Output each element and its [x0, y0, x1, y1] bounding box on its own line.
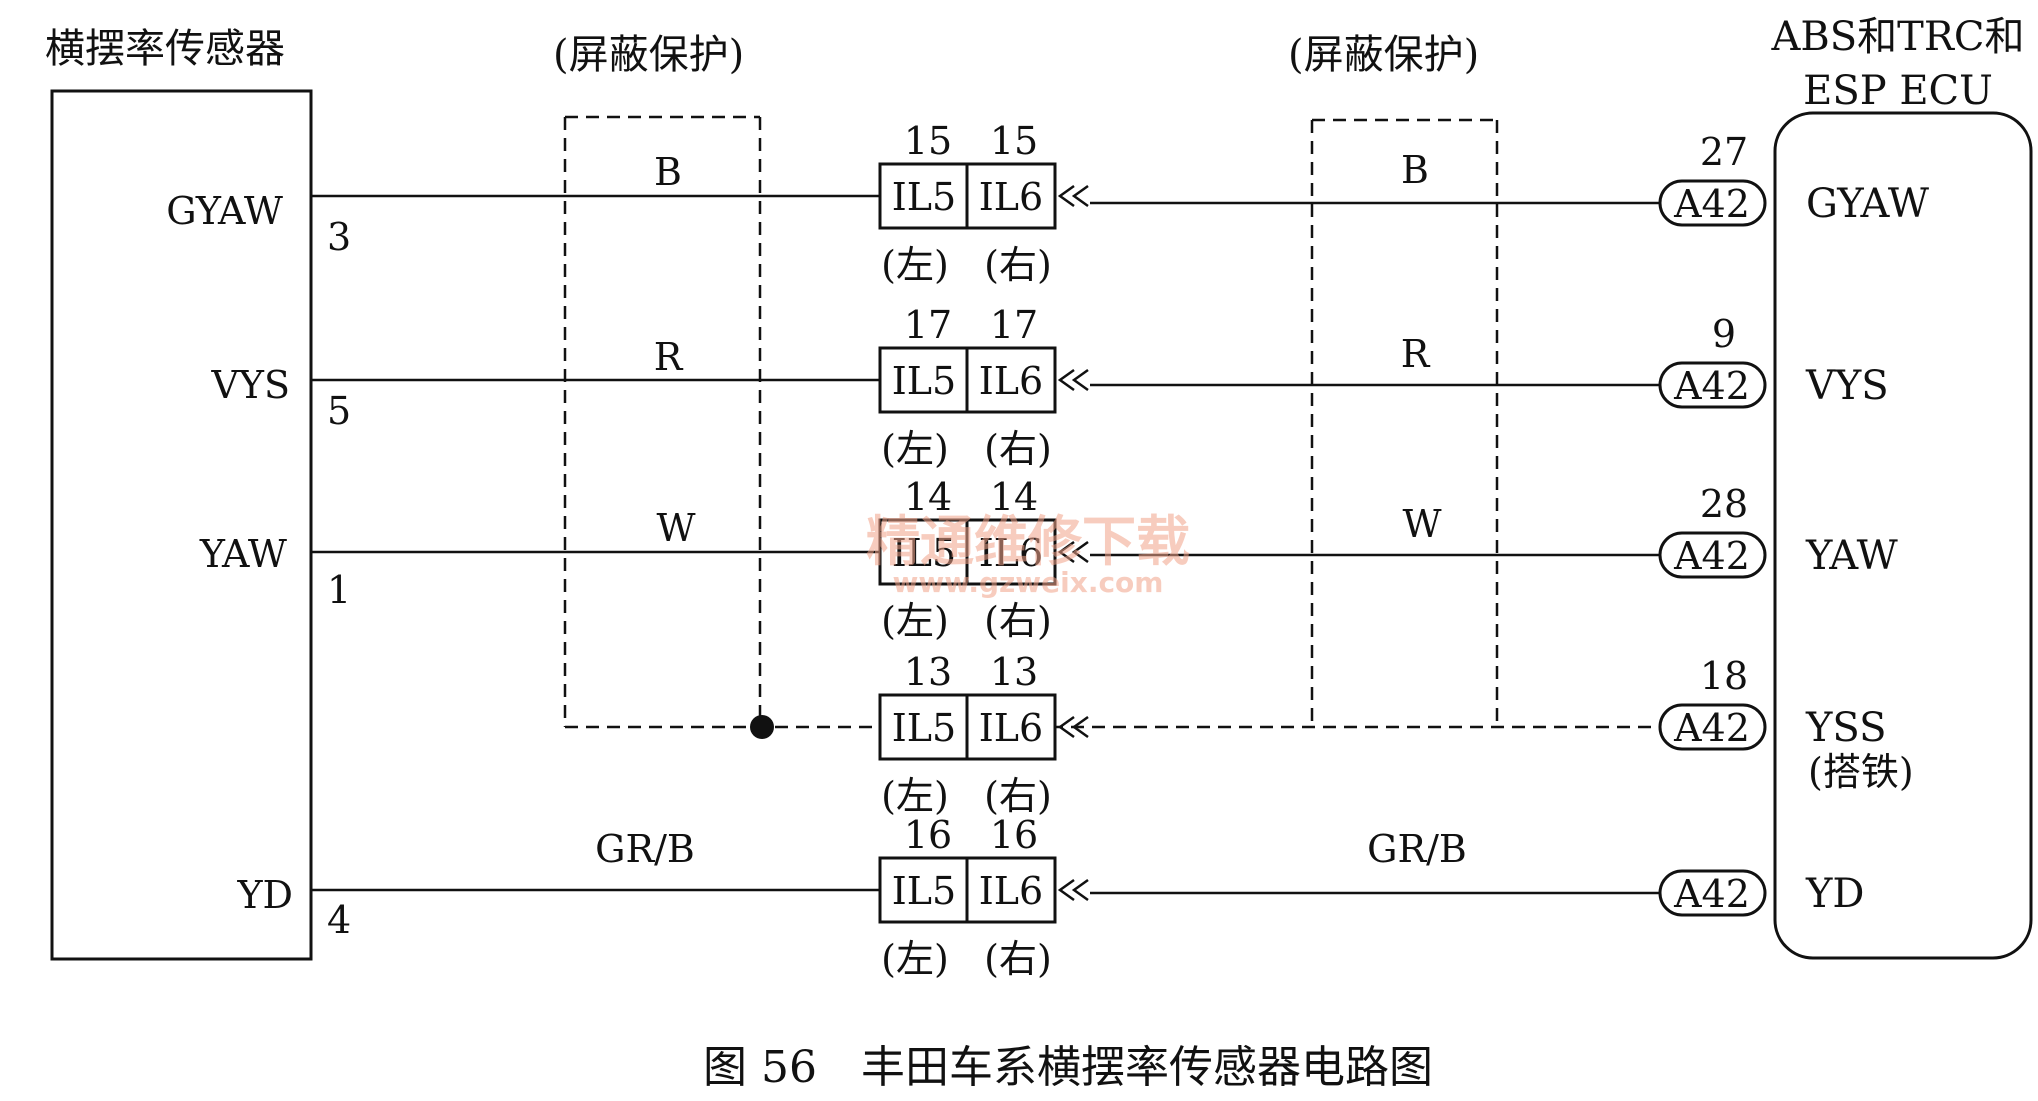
- ecu-terminal-3-pin: 18: [1700, 654, 1748, 698]
- junction-3-right-name: IL6: [979, 706, 1043, 750]
- junction-4-right-side: (右): [984, 937, 1052, 981]
- ecu-terminal-4-connector: A42: [1673, 872, 1750, 916]
- sensor-pin-number-yd: 4: [327, 898, 351, 942]
- junction-1-right-pin: 17: [990, 303, 1038, 347]
- junction-0-arrow-icon: [1057, 184, 1089, 208]
- junction-2-right-pin: 14: [990, 475, 1038, 519]
- junction-1-left-side: (左): [881, 427, 949, 471]
- junction-1-arrow-icon: [1057, 368, 1089, 392]
- shield-ground-junction-dot: [750, 715, 774, 739]
- ecu-terminal-0-pin: 27: [1700, 130, 1748, 174]
- sensor-pin-label-vys: VYS: [210, 363, 290, 407]
- junction-3-right-side: (右): [984, 774, 1052, 818]
- junction-3-left-side: (左): [881, 774, 949, 818]
- sensor-pin-label-yd: YD: [236, 873, 293, 917]
- junction-1-left-name: IL5: [892, 359, 956, 403]
- sensor-pin-number-yaw: 1: [327, 568, 351, 612]
- ecu-terminal-0-connector: A42: [1673, 182, 1750, 226]
- ecu-terminal-2-connector: A42: [1673, 534, 1750, 578]
- sensor-title: 横摆率传感器: [45, 26, 285, 72]
- junction-2-arrow-icon: [1057, 540, 1089, 564]
- junction-3-arrow-icon: [1057, 715, 1089, 739]
- junction-2-left-box: [878, 518, 969, 586]
- ecu-terminal-2-label: YAW: [1805, 533, 1898, 579]
- wire-color-left-1: R: [654, 335, 684, 379]
- junction-0-left-pin: 15: [904, 119, 952, 163]
- ecu-terminal-1-pin: 9: [1712, 312, 1736, 356]
- junction-3-left-name: IL5: [892, 706, 956, 750]
- watermark-url: www.gzweix.com: [893, 566, 1164, 599]
- left-shield-label: (屏蔽保护): [553, 32, 744, 78]
- sensor-pin-label-gyaw: GYAW: [166, 189, 283, 233]
- ecu-terminal-0-pill: [1658, 179, 1767, 227]
- junction-2-right-name: IL6: [979, 531, 1043, 575]
- ecu-terminal-4-pill: [1658, 869, 1767, 917]
- junction-0-left-name: IL5: [892, 175, 956, 219]
- junction-4-left-name: IL5: [892, 869, 956, 913]
- ecu-box: [1773, 111, 2033, 960]
- junction-4-arrow-icon: [1057, 878, 1089, 902]
- watermark-text: 精通维修下载: [866, 510, 1190, 573]
- junction-2-right-side: (右): [984, 599, 1052, 643]
- junction-2-left-pin: 14: [904, 475, 952, 519]
- junction-4-right-box: [965, 856, 1057, 924]
- wire-color-right-2: W: [1402, 502, 1441, 546]
- ecu-yss-ground-label: (搭铁): [1808, 750, 1914, 794]
- ecu-title-line2: ESP ECU: [1803, 68, 1993, 114]
- ecu-terminal-3-connector: A42: [1673, 706, 1750, 750]
- junction-4-left-box: [878, 856, 969, 924]
- junction-4-right-name: IL6: [979, 869, 1043, 913]
- junction-0-right-pin: 15: [990, 119, 1038, 163]
- wire-color-right-4: GR/B: [1367, 827, 1467, 871]
- ecu-terminal-0-label: GYAW: [1806, 181, 1929, 227]
- wire-color-right-1: R: [1401, 332, 1431, 376]
- ecu-terminal-2-pin: 28: [1700, 482, 1748, 526]
- ecu-terminal-3-label: YSS: [1805, 705, 1887, 751]
- junction-2-left-name: IL5: [892, 531, 956, 575]
- right-shield-label: (屏蔽保护): [1288, 32, 1479, 78]
- junction-3-right-pin: 13: [990, 650, 1038, 694]
- wire-color-right-0: B: [1401, 148, 1429, 192]
- sensor-pin-number-vys: 5: [327, 389, 351, 433]
- junction-3-right-box: [965, 693, 1057, 761]
- sensor-pin-label-yaw: YAW: [199, 532, 287, 576]
- ecu-terminal-1-label: VYS: [1805, 363, 1889, 409]
- junction-0-right-side: (右): [984, 243, 1052, 287]
- junction-1-right-name: IL6: [979, 359, 1043, 403]
- junction-3-left-box: [878, 693, 969, 761]
- sensor-pin-number-gyaw: 3: [327, 215, 351, 259]
- junction-4-right-pin: 16: [990, 813, 1038, 857]
- junction-2-right-box: [965, 518, 1057, 586]
- wire-color-left-2: W: [656, 506, 695, 550]
- ecu-terminal-4-label: YD: [1805, 871, 1864, 917]
- sensor-box: [50, 89, 313, 961]
- junction-0-right-name: IL6: [979, 175, 1043, 219]
- ecu-terminal-1-connector: A42: [1673, 364, 1750, 408]
- wire-color-left-4: GR/B: [595, 827, 695, 871]
- junction-3-left-pin: 13: [904, 650, 952, 694]
- junction-1-right-side: (右): [984, 427, 1052, 471]
- wire-color-left-0: B: [654, 150, 682, 194]
- junction-0-left-side: (左): [881, 243, 949, 287]
- junction-1-right-box: [965, 346, 1057, 414]
- junction-1-left-pin: 17: [904, 303, 952, 347]
- figure-caption: 图 56 丰田车系横摆率传感器电路图: [703, 1042, 1433, 1093]
- ecu-terminal-3-pill: [1658, 703, 1767, 751]
- junction-2-left-side: (左): [881, 599, 949, 643]
- ecu-terminal-2-pill: [1658, 531, 1767, 579]
- ecu-terminal-1-pill: [1658, 361, 1767, 409]
- junction-4-left-pin: 16: [904, 813, 952, 857]
- junction-4-left-side: (左): [881, 937, 949, 981]
- ecu-title-line1: ABS和TRC和: [1770, 14, 2024, 60]
- junction-0-right-box: [965, 162, 1057, 230]
- junction-0-left-box: [878, 162, 969, 230]
